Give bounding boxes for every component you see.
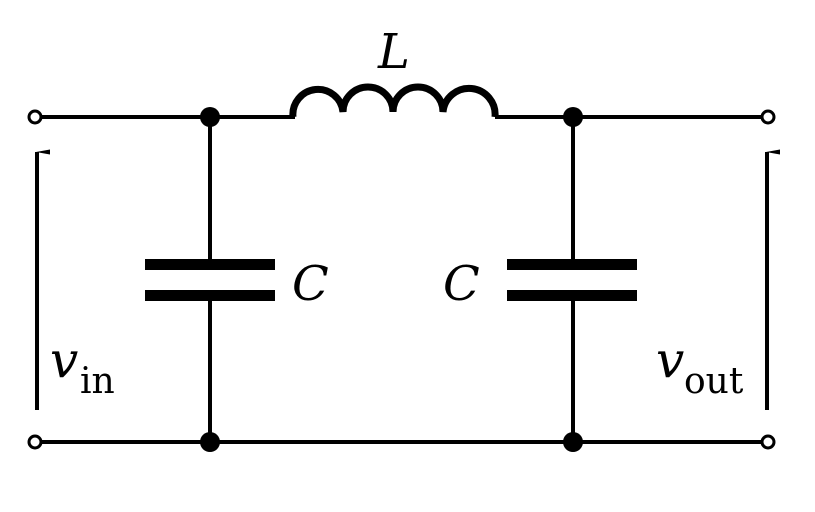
left-cap-plate-top — [145, 259, 275, 270]
junction-dot-top-left — [200, 107, 220, 127]
right-cap-plate-top — [507, 259, 637, 270]
input-terminal-top — [27, 109, 43, 125]
inductor-label: L — [377, 24, 410, 80]
junction-dot-bottom-right — [563, 432, 583, 452]
left-cap-plate-bottom — [145, 290, 275, 301]
output-terminal-top — [760, 109, 776, 125]
inductor-coil — [289, 83, 499, 118]
vout-subscript: out — [684, 361, 744, 402]
capacitor-left-label: C — [292, 256, 329, 312]
output-terminal-bottom — [760, 434, 776, 450]
junction-dot-top-right — [563, 107, 583, 127]
vin-subscript: in — [80, 361, 115, 402]
junction-dot-bottom-left — [200, 432, 220, 452]
right-cap-plate-bottom — [507, 290, 637, 301]
vout-label: v — [656, 331, 684, 389]
vin-label: v — [50, 331, 78, 389]
capacitor-right-label: C — [443, 256, 480, 312]
input-terminal-bottom — [27, 434, 43, 450]
